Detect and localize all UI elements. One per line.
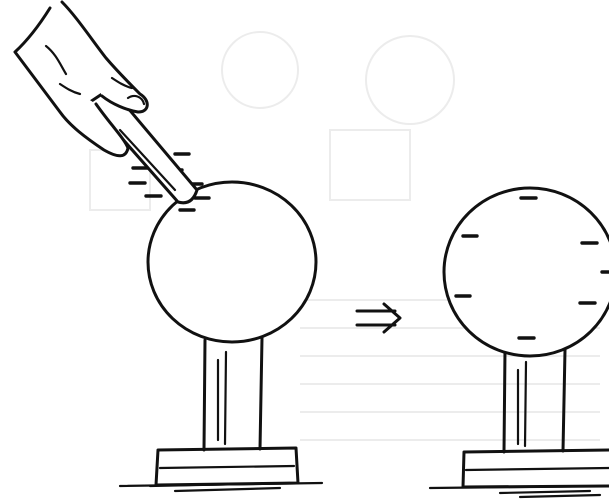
hand-creases	[44, 44, 134, 96]
left-sphere	[146, 180, 318, 344]
left-base-shadow	[158, 464, 296, 470]
left-stand-shading	[216, 350, 228, 446]
left-stand	[202, 336, 264, 452]
right-sphere	[442, 186, 609, 358]
rod-shading	[118, 128, 177, 192]
transition-arrow	[355, 302, 402, 334]
right-base-shadow	[464, 466, 609, 472]
right-stand-shading	[516, 360, 528, 448]
fingernail	[126, 94, 146, 106]
charged-rod	[88, 86, 199, 205]
right-sphere-charges	[454, 196, 609, 340]
left-base	[154, 446, 300, 487]
right-base	[461, 448, 609, 489]
hand-with-rod	[13, 0, 199, 205]
right-stand	[502, 348, 567, 454]
right-ground-hatch	[498, 489, 602, 499]
left-apparatus	[118, 152, 324, 493]
right-apparatus	[428, 186, 609, 499]
hand-icon	[13, 0, 149, 158]
